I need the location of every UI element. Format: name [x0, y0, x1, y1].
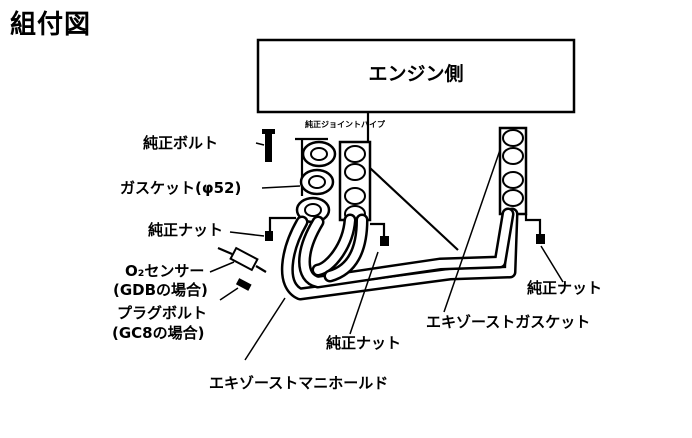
label-o2-sensor-1: O₂センサー	[125, 262, 204, 280]
leader-lines	[209, 142, 564, 361]
right-nut-bracket	[524, 214, 542, 238]
engine-side-label: エンジン側	[368, 63, 463, 85]
page-title: 組付図	[10, 10, 92, 40]
left-flange-middle	[299, 168, 335, 196]
left-nut-bracket	[268, 216, 296, 236]
label-exhaust-gasket: エキゾーストガスケット	[426, 313, 590, 331]
plug-bolt-part	[235, 278, 252, 291]
right-nut-part	[536, 234, 545, 244]
left-flange-top	[301, 140, 337, 168]
label-o2-sensor-2: (GDBの場合)	[113, 281, 208, 299]
label-oem-nut-right: 純正ナット	[527, 279, 602, 297]
engine-block	[256, 38, 576, 114]
label-exhaust-manifold: エキゾーストマニホールド	[209, 374, 388, 392]
exhaust-manifold-pipes	[280, 207, 519, 301]
bottom-nut-bracket	[370, 222, 386, 236]
oem-bolt-part	[262, 129, 275, 162]
right-flange-column	[498, 126, 528, 216]
label-gasket-52: ガスケット(φ52)	[120, 179, 241, 197]
bottom-nut-part	[380, 236, 389, 246]
o2-sensor-part	[217, 246, 267, 273]
label-oem-nut-bottom: 純正ナット	[326, 334, 401, 352]
label-plug-bolt-1: プラグボルト	[117, 304, 207, 322]
manifold-diagonal	[369, 167, 459, 251]
label-oem-bolt: 純正ボルト	[143, 134, 218, 152]
middle-flange-column	[338, 140, 372, 223]
label-oem-joint-pipe: 純正ジョイントパイプ	[305, 119, 386, 129]
label-oem-nut-left: 純正ナット	[148, 221, 223, 239]
label-plug-bolt-2: (GC8の場合)	[112, 324, 204, 342]
left-nut-part	[265, 231, 273, 241]
